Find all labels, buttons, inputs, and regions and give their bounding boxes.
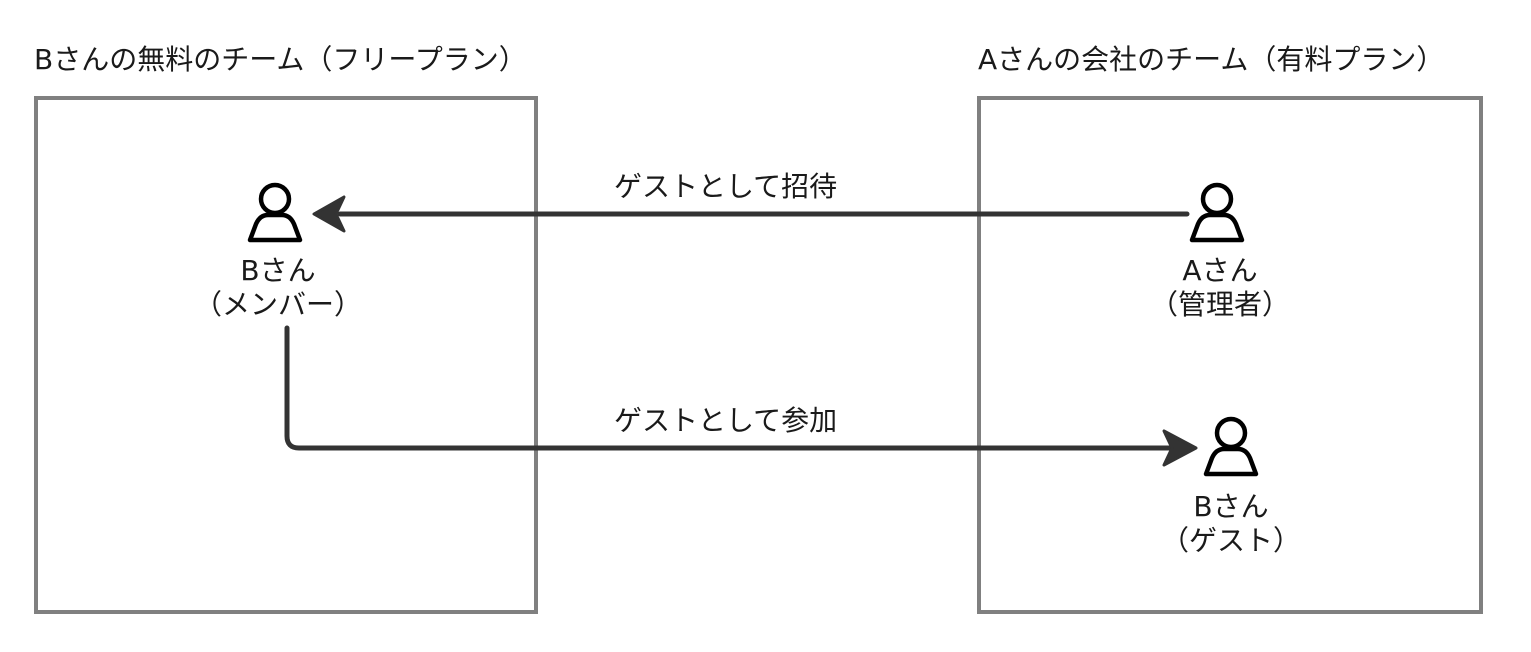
person-role: （管理者）	[1149, 288, 1290, 321]
team-box-paid	[977, 96, 1483, 614]
invite-arrow	[312, 195, 1190, 233]
person-label-b-member: Bさん （メンバー）	[158, 254, 398, 322]
person-label-a-admin: Aさん （管理者）	[1100, 254, 1340, 322]
join-arrow	[284, 325, 1198, 467]
team-title-free: Bさんの無料のチーム（フリープラン）	[34, 43, 527, 76]
team-title-paid: Aさんの会社のチーム（有料プラン）	[978, 43, 1445, 76]
join-arrow-label: ゲストとして参加	[614, 404, 838, 437]
person-name: Bさん	[1193, 490, 1269, 523]
invite-arrow-label: ゲストとして招待	[614, 170, 838, 203]
person-icon	[247, 182, 303, 243]
person-name: Aさん	[1182, 254, 1258, 287]
team-box-free	[34, 96, 538, 614]
person-icon	[1189, 182, 1245, 243]
person-role: （ゲスト）	[1160, 524, 1301, 557]
person-label-b-guest: Bさん （ゲスト）	[1111, 490, 1351, 558]
person-role: （メンバー）	[193, 288, 362, 321]
person-icon	[1203, 416, 1259, 477]
person-name: Bさん	[240, 254, 316, 287]
